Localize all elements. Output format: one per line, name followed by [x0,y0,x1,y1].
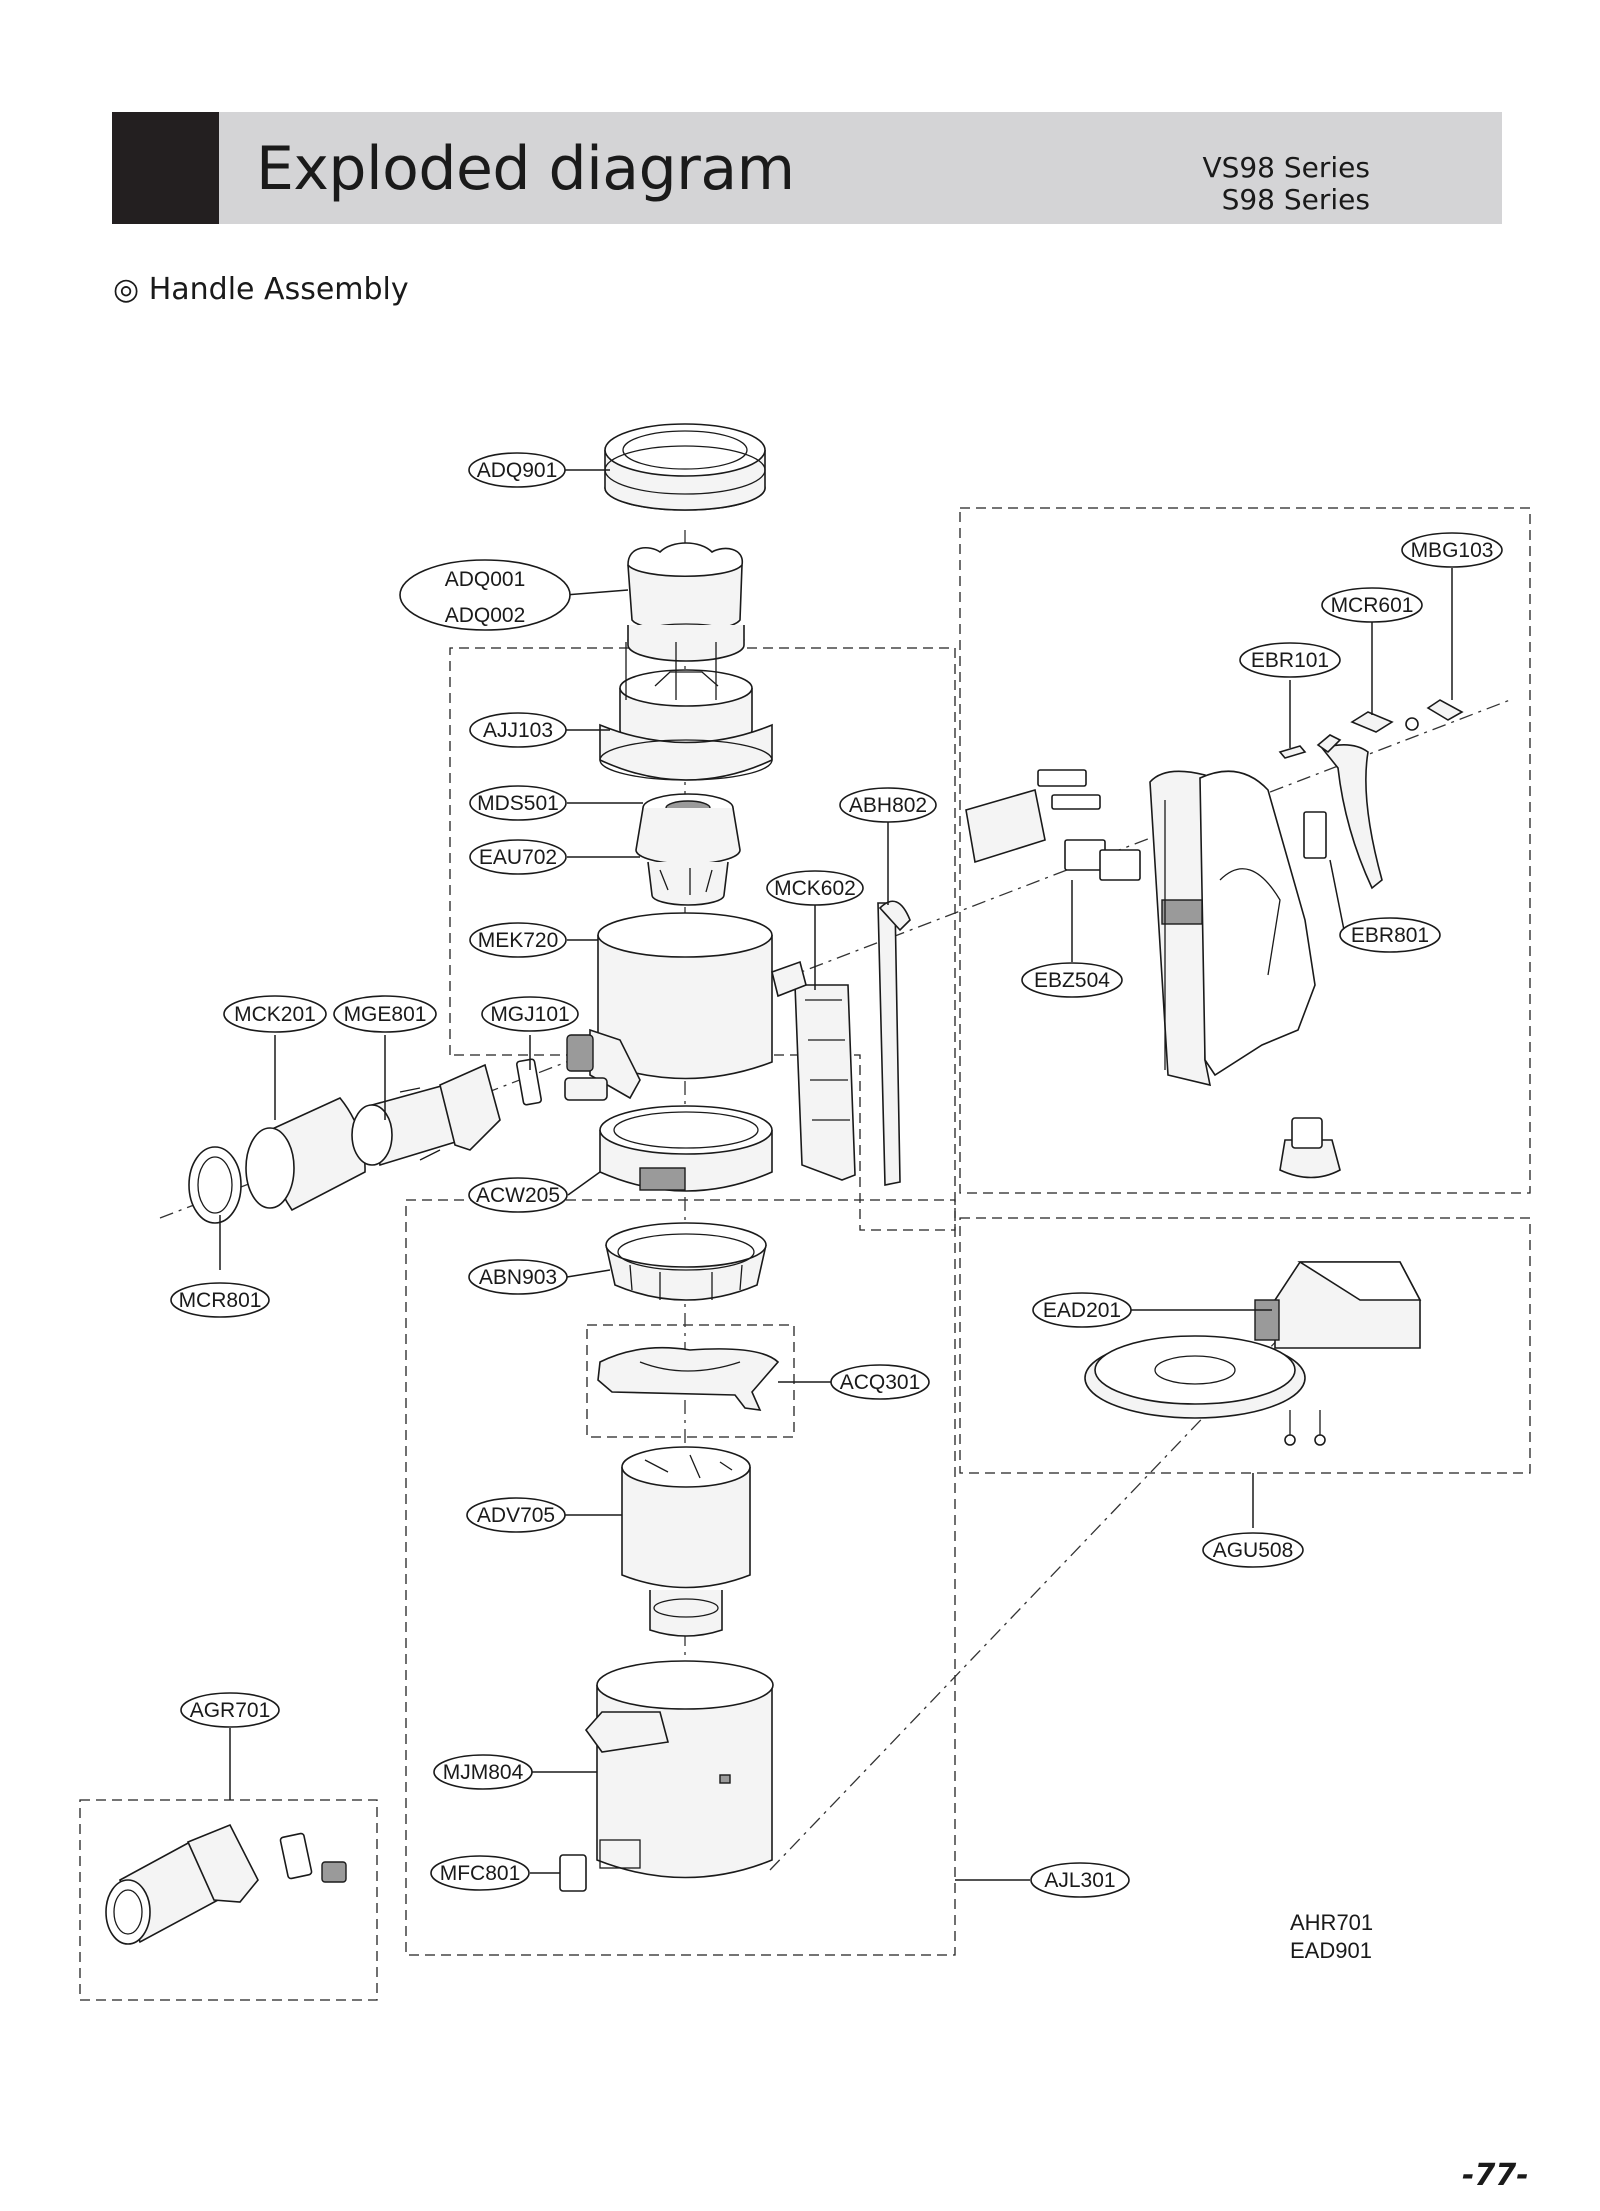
part-mesh-ring [605,1222,767,1301]
callout-mck602: MCK602 [766,870,864,906]
note-ahr701: AHR701 [1290,1910,1373,1935]
note-ead901: EAD901 [1290,1938,1372,1963]
part-battery-pack [1084,1261,1422,1446]
callout-mds501: MDS501 [469,785,567,821]
assembly-boundaries [79,507,1531,2001]
svg-text:AGU508: AGU508 [1213,1539,1294,1562]
callout-adq001-adq002: ADQ001 ADQ002 [399,559,571,631]
svg-text:ADQ001: ADQ001 [445,568,526,591]
leader-abn903 [566,1269,611,1278]
part-handle-body [1149,770,1316,1087]
callout-mcr801: MCR801 [170,1282,270,1318]
svg-text:EBR801: EBR801 [1351,924,1429,947]
svg-text:MGE801: MGE801 [344,1003,427,1026]
leader-ebr801 [1329,859,1346,936]
header-dark-block [112,112,219,224]
svg-text:MFC801: MFC801 [440,1862,521,1885]
svg-text:AJL301: AJL301 [1044,1869,1115,1892]
svg-text:MJM804: MJM804 [443,1761,524,1784]
callout-mgj101: MGJ101 [481,996,579,1032]
svg-text:EBZ504: EBZ504 [1034,969,1110,992]
svg-text:MCK201: MCK201 [234,1003,316,1026]
series-line-1: VS98 Series [1202,151,1370,184]
leader-lines [219,469,1453,1881]
acq-group-boundary [586,1324,795,1438]
callout-ebz504: EBZ504 [1021,962,1123,998]
part-inner-filter [621,1446,751,1637]
svg-text:ADV705: ADV705 [477,1504,555,1527]
callout-adq901: ADQ901 [468,452,566,488]
svg-text:ADQ002: ADQ002 [445,604,526,627]
handle-group-boundary [959,507,1531,1194]
callout-ead201: EAD201 [1032,1292,1132,1328]
callout-mek720: MEK720 [469,922,567,958]
svg-text:EBR101: EBR101 [1251,649,1329,672]
callout-mjm804: MJM804 [433,1754,533,1790]
part-tool-adapter [105,1823,347,1945]
svg-text:EAD201: EAD201 [1043,1299,1121,1322]
callout-abh802: ABH802 [839,787,937,823]
svg-text:AJJ103: AJJ103 [483,719,553,742]
svg-text:ACW205: ACW205 [476,1184,560,1207]
svg-text:MBG103: MBG103 [1411,539,1494,562]
series-line-2: S98 Series [1221,183,1370,216]
callout-mfc801: MFC801 [430,1855,530,1891]
svg-text:MGJ101: MGJ101 [490,1003,569,1026]
part-filter-cap [604,423,766,511]
dust-bin-group-boundary [405,1199,956,1956]
part-side-bracket [771,960,856,1181]
battery-group-boundary [959,1217,1531,1474]
svg-text:ABN903: ABN903 [479,1266,557,1289]
svg-text:MCK602: MCK602 [774,877,856,900]
agr-group-boundary [79,1799,378,2001]
part-motor [635,793,741,906]
callout-eau702: EAU702 [469,839,567,875]
svg-text:ABH802: ABH802 [849,794,927,817]
part-inlet-tube [351,1058,543,1167]
callout-acw205: ACW205 [468,1177,568,1213]
svg-text:MCR801: MCR801 [179,1289,262,1312]
header-bar: Exploded diagram VS98 Series S98 Series [112,112,1502,224]
svg-text:MCR601: MCR601 [1331,594,1414,617]
callout-mcr601: MCR601 [1321,587,1423,623]
part-filter-cone [627,542,745,662]
part-dust-bin [559,1660,774,1892]
callout-ebr801: EBR801 [1339,917,1441,953]
callout-mge801: MGE801 [333,995,437,1033]
callout-ajj103: AJJ103 [469,712,567,748]
callout-ajl301: AJL301 [1030,1862,1130,1898]
part-handle-grip [1316,734,1383,890]
part-pcb-boards [965,769,1141,881]
callout-adv705: ADV705 [466,1497,566,1533]
part-bin-ring [599,1105,773,1192]
part-separator-plate [597,1346,780,1411]
svg-text:MEK720: MEK720 [478,929,559,952]
part-nozzle-adapter [188,1097,366,1224]
callout-ebr101: EBR101 [1239,642,1341,678]
part-long-latch [877,900,911,1186]
svg-text:ADQ901: ADQ901 [477,459,558,482]
section-title: ◎ Handle Assembly [113,272,409,307]
callout-mck201: MCK201 [223,995,327,1033]
callout-agu508: AGU508 [1202,1532,1304,1568]
svg-text:AGR701: AGR701 [190,1699,271,1722]
part-cyclone-head [599,642,773,781]
callout-mbg103: MBG103 [1401,532,1503,568]
part-outer-shell [564,912,773,1101]
leader-acw205 [567,1171,601,1196]
series-label: VS98 Series S98 Series [1202,152,1370,216]
leader-adq001 [564,589,629,596]
part-handle-small-parts [1278,699,1464,859]
svg-text:ACQ301: ACQ301 [840,1371,921,1394]
callout-abn903: ABN903 [468,1259,568,1295]
callout-acq301: ACQ301 [830,1364,930,1400]
page-title: Exploded diagram [256,134,795,204]
svg-text:MDS501: MDS501 [477,792,559,815]
svg-text:EAU702: EAU702 [479,846,557,869]
callout-agr701: AGR701 [180,1692,280,1728]
page-number: -77- [1462,2158,1529,2193]
part-switch-button [1279,1117,1341,1179]
